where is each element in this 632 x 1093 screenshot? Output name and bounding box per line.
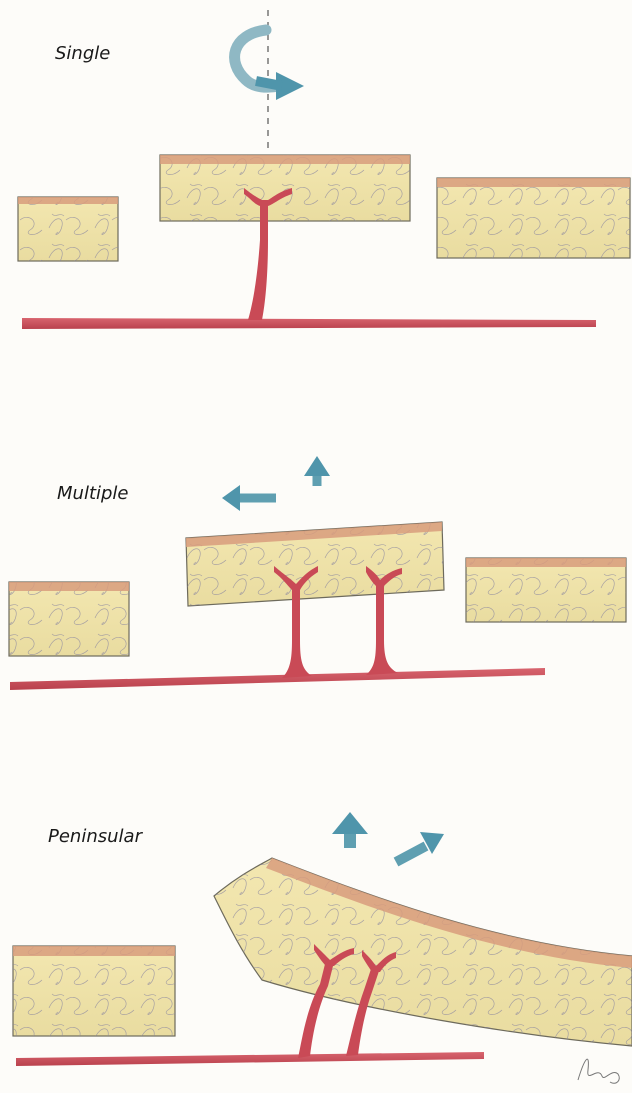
- skin-block-left: [18, 197, 118, 261]
- skin-block-right: [466, 558, 626, 622]
- skin-block-right: [437, 178, 630, 258]
- skin-block-left: [13, 946, 175, 1036]
- rotation-arrow-icon: [235, 30, 304, 100]
- panel-title-peninsular: Peninsular: [48, 826, 142, 847]
- up-arrow-icon: [332, 812, 368, 848]
- panel-title-single: Single: [55, 43, 110, 64]
- skin-block-left: [9, 582, 129, 656]
- panel-title-multiple: Multiple: [57, 483, 129, 504]
- panel-peninsular: [13, 812, 632, 1066]
- up-arrow-icon: [304, 456, 330, 486]
- left-arrow-icon: [222, 485, 276, 511]
- island-flap: [186, 522, 444, 606]
- peninsular-flap: [214, 858, 632, 1046]
- up-right-arrow-icon: [396, 832, 444, 862]
- island-flap: [160, 155, 410, 221]
- signature: [578, 1059, 619, 1083]
